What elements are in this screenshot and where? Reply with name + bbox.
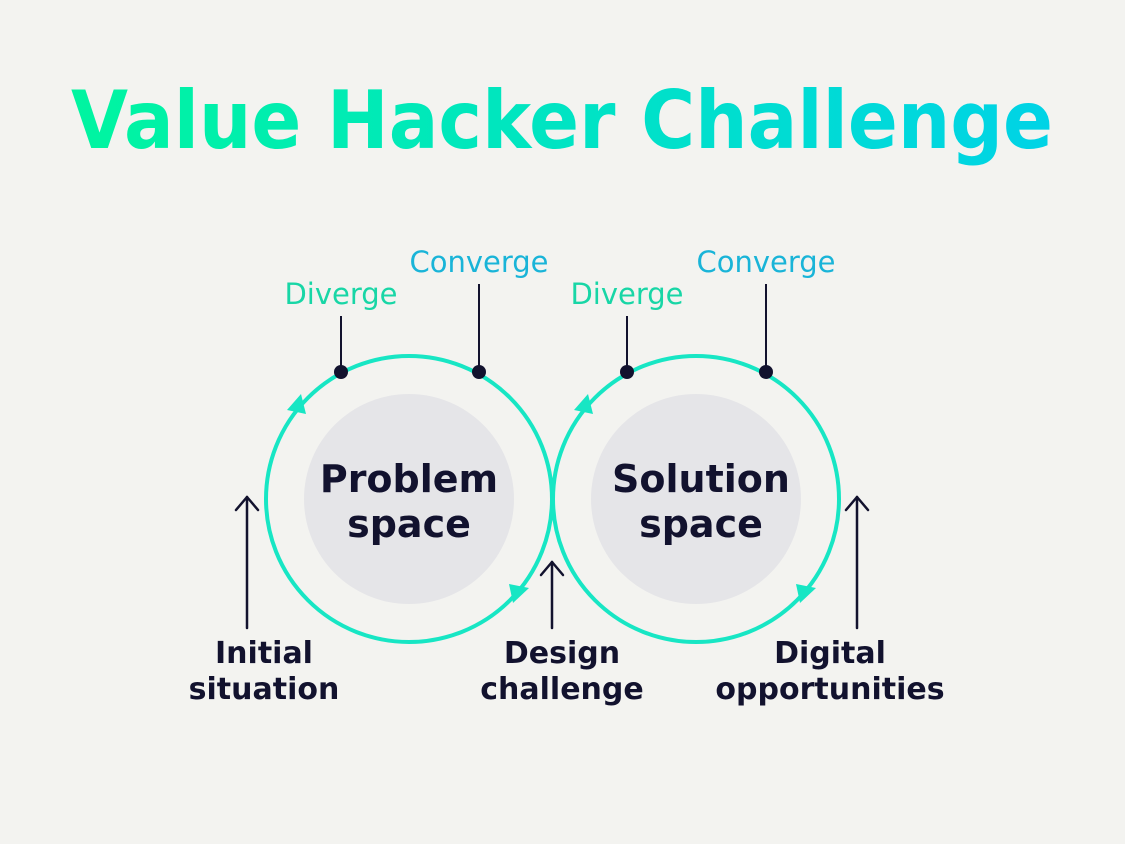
stage-initial-line1: Initial	[215, 636, 313, 671]
problem-converge-label: Converge	[409, 245, 548, 279]
stage-digital-line2: opportunities	[715, 672, 944, 707]
marker-dot-icon	[334, 365, 348, 379]
arrowhead-icon	[796, 584, 816, 603]
solution-space-disc	[591, 394, 801, 604]
stage-digital-line1: Digital	[774, 636, 886, 671]
arrowhead-icon	[509, 584, 529, 603]
stage-design-line2: challenge	[480, 672, 643, 707]
solution-space-ring	[551, 354, 841, 644]
arrowhead-icon	[287, 394, 306, 414]
up-arrow-icon	[539, 560, 565, 630]
solution-space-cycle: Solution space Diverge Converge	[551, 245, 841, 644]
solution-space-label-line2: space	[639, 502, 763, 546]
marker-dot-icon	[472, 365, 486, 379]
up-arrow-icon	[844, 495, 870, 630]
stage-design-line1: Design	[504, 636, 620, 671]
solution-space-label-line1: Solution	[612, 457, 790, 501]
solution-converge-label: Converge	[696, 245, 835, 279]
solution-diverge-label: Diverge	[570, 277, 683, 311]
marker-dot-icon	[759, 365, 773, 379]
marker-dot-icon	[620, 365, 634, 379]
stage-initial-line2: situation	[189, 672, 340, 707]
problem-space-cycle: Problem space Diverge Converge	[264, 245, 554, 644]
arrowhead-icon	[574, 394, 593, 414]
up-arrow-icon	[234, 495, 260, 630]
problem-space-label-line2: space	[347, 502, 471, 546]
page-title: Value Hacker Challenge	[71, 74, 1053, 167]
problem-space-disc	[304, 394, 514, 604]
problem-diverge-label: Diverge	[284, 277, 397, 311]
problem-space-label-line1: Problem	[320, 457, 498, 501]
